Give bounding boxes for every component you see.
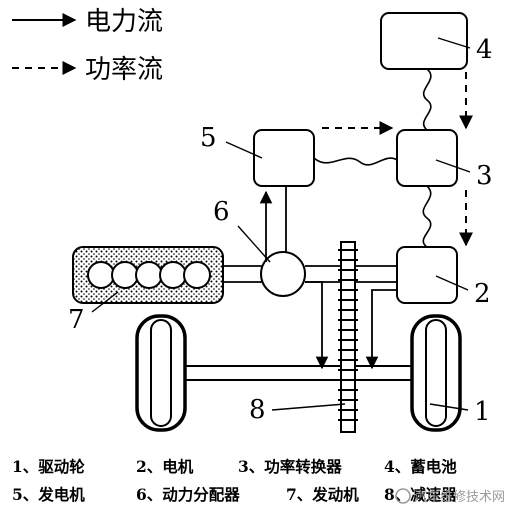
caption-5: 5、发电机 xyxy=(12,485,85,504)
watermark-logo-icon xyxy=(395,488,411,504)
label-4: 4 xyxy=(476,35,493,65)
wire-generator-converter xyxy=(313,157,398,166)
flow-splitter-to-axle xyxy=(305,281,329,370)
wire-battery-converter xyxy=(422,68,432,131)
caption-7: 7、发动机 xyxy=(286,485,359,504)
label-2: 2 xyxy=(474,279,491,309)
reducer-gear xyxy=(338,241,358,433)
motor-box xyxy=(396,246,458,304)
label-5: 5 xyxy=(200,123,217,153)
watermark: 汽车维修技术网 xyxy=(395,488,505,505)
legend-work-flow: 功率流 xyxy=(12,55,163,85)
label-3: 3 xyxy=(476,161,493,191)
battery-box xyxy=(380,12,468,70)
caption-6: 6、动力分配器 xyxy=(136,485,240,504)
power-converter-box xyxy=(396,129,458,187)
label-6: 6 xyxy=(213,197,230,227)
caption-4: 4、蓄电池 xyxy=(384,457,457,476)
generator-box xyxy=(253,129,315,187)
wire-converter-motor xyxy=(422,185,432,248)
flow-motor-to-axle xyxy=(365,289,397,370)
watermark-text: 汽车维修技术网 xyxy=(414,489,505,505)
caption-2: 2、电机 xyxy=(136,457,194,476)
label-8: 8 xyxy=(249,395,266,425)
caption-1: 1、驱动轮 xyxy=(12,457,85,476)
label-1: 1 xyxy=(474,397,491,427)
wheel-right xyxy=(410,314,462,432)
power-split-device xyxy=(260,251,306,297)
caption-3: 3、功率转换器 xyxy=(238,457,342,476)
label-7: 7 xyxy=(68,305,85,335)
legend-work-flow-label: 功率流 xyxy=(85,55,163,85)
wheel-left xyxy=(135,314,187,432)
legend-power-flow-label: 电力流 xyxy=(85,7,163,37)
legend-power-flow: 电力流 xyxy=(12,7,163,37)
engine-cylinders xyxy=(87,261,211,289)
